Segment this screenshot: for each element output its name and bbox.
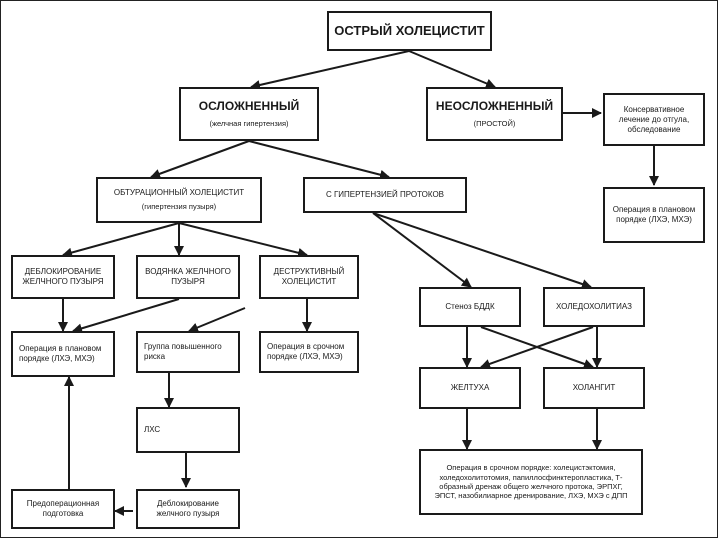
cholangitis-label: ХОЛАНГИТ [572, 383, 616, 392]
planned-op-right-label: Операция в плановом порядке (ЛХЭ, МХЭ) [612, 205, 696, 224]
arrow-choledoch-to-jaundice [480, 326, 594, 369]
obturational-node: ОБТУРАЦИОННЫЙ ХОЛЕЦИСТИТ (гипертензия пу… [96, 177, 262, 223]
preop-node: Предоперационная подготовка [11, 489, 115, 529]
op-urgent-label: Операция в срочном порядке (ЛХЭ, МХЭ) [267, 342, 345, 361]
arrow-root-to-complicated [250, 50, 410, 90]
complicated-subtitle: (желчная гипертензия) [209, 119, 289, 129]
arrow-duct-to-bdk [372, 212, 472, 288]
obturational-subtitle: (гипертензия пузыря) [141, 202, 217, 212]
final-op-label: Операция в срочном порядке: холецистэкто… [434, 463, 628, 501]
jaundice-label: ЖЕЛТУХА [450, 383, 490, 392]
choledocholithiasis-label: ХОЛЕДОХОЛИТИАЗ [556, 302, 632, 311]
arrow-complicated-to-duct [248, 140, 390, 180]
hydrops-node: ВОДЯНКА ЖЕЛЧНОГО ПУЗЫРЯ [136, 255, 240, 299]
op-planned-left-label: Операция в плановом порядке (ЛХЭ, МХЭ) [19, 344, 102, 363]
choledocholithiasis-node: ХОЛЕДОХОЛИТИАЗ [543, 287, 645, 327]
complicated-title: ОСЛОЖНЕННЫЙ [198, 99, 300, 114]
lhs-label: ЛХС [144, 425, 161, 434]
high-risk-node: Группа повышенного риска [136, 331, 240, 373]
conservative-label: Консервативное лечение до отгула, обслед… [618, 104, 690, 134]
arrow-complicated-to-obturational [150, 140, 250, 179]
obturational-title: ОБТУРАЦИОННЫЙ ХОЛЕЦИСТИТ [113, 188, 245, 198]
duct-hypertension-node: С ГИПЕРТЕНЗИЕЙ ПРОТОКОВ [303, 177, 467, 213]
jaundice-node: ЖЕЛТУХА [419, 367, 521, 409]
arrow-hydrops-to-risk [188, 307, 246, 333]
bdk-node: Стеноз БДДК [419, 287, 521, 327]
high-risk-label: Группа повышенного риска [144, 342, 222, 361]
root-label: ОСТРЫЙ ХОЛЕЦИСТИТ [334, 22, 485, 38]
deblocking-label: ДЕБЛОКИРОВАНИЕ ЖЕЛЧНОГО ПУЗЫРЯ [22, 267, 104, 286]
arrow-obt-to-deblocking [62, 222, 180, 258]
op-urgent-node: Операция в срочном порядке (ЛХЭ, МХЭ) [259, 331, 359, 373]
deblock-gb-node: Деблокирование желчного пузыря [136, 489, 240, 529]
planned-op-right-node: Операция в плановом порядке (ЛХЭ, МХЭ) [603, 187, 705, 243]
destructive-label: ДЕСТРУКТИВНЫЙ ХОЛЕЦИСТИТ [273, 267, 345, 286]
arrow-root-to-uncomplicated [408, 50, 496, 89]
bdk-label: Стеноз БДДК [445, 302, 495, 311]
hydrops-label: ВОДЯНКА ЖЕЛЧНОГО ПУЗЫРЯ [145, 267, 231, 286]
arrow-duct-to-choledoch [372, 212, 592, 289]
arrow-obt-to-destructive [178, 222, 308, 258]
deblocking-node: ДЕБЛОКИРОВАНИЕ ЖЕЛЧНОГО ПУЗЫРЯ [11, 255, 115, 299]
lhs-node: ЛХС [136, 407, 240, 453]
op-planned-left-node: Операция в плановом порядке (ЛХЭ, МХЭ) [11, 331, 115, 377]
duct-hypertension-label: С ГИПЕРТЕНЗИЕЙ ПРОТОКОВ [325, 190, 445, 199]
uncomplicated-node: НЕОСЛОЖНЕННЫЙ (ПРОСТОЙ) [426, 87, 563, 141]
root-node: ОСТРЫЙ ХОЛЕЦИСТИТ [327, 11, 492, 51]
cholangitis-node: ХОЛАНГИТ [543, 367, 645, 409]
preop-label: Предоперационная подготовка [26, 499, 100, 518]
conservative-node: Консервативное лечение до отгула, обслед… [603, 93, 705, 146]
arrow-hydrops-to-op [72, 298, 180, 334]
deblock-gb-label: Деблокирование желчного пузыря [156, 499, 220, 518]
final-op-node: Операция в срочном порядке: холецистэкто… [419, 449, 643, 515]
complicated-node: ОСЛОЖНЕННЫЙ (желчная гипертензия) [179, 87, 319, 141]
uncomplicated-title: НЕОСЛОЖНЕННЫЙ [435, 99, 554, 114]
uncomplicated-subtitle: (ПРОСТОЙ) [473, 119, 516, 129]
destructive-node: ДЕСТРУКТИВНЫЙ ХОЛЕЦИСТИТ [259, 255, 359, 299]
